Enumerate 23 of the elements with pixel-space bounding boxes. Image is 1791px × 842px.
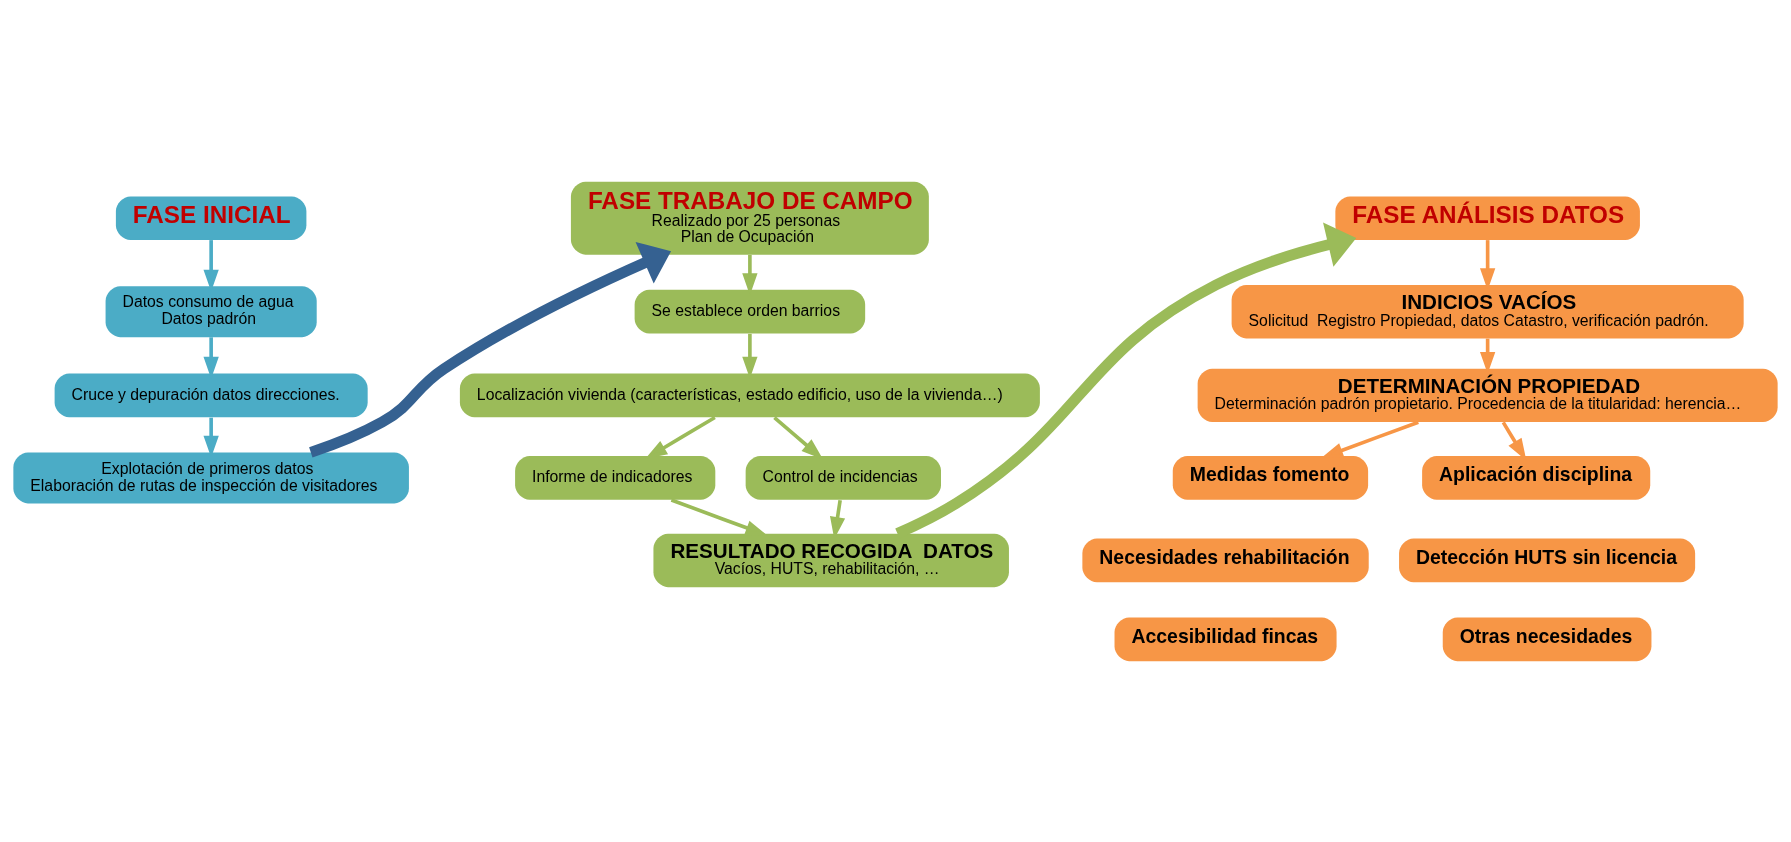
node-box: Control de incidencias	[745, 455, 941, 500]
node-box: Informe de indicadores	[515, 455, 716, 500]
node-box: INDICIOS VACÍOS Solicitud Registro Propiedad, datos Catastro, verificación padrón.	[1231, 284, 1744, 338]
node-box: Se establece orden barrios	[634, 289, 866, 334]
node-box: RESULTADO RECOGIDA DATOS Vacíos, HUTS, rehabilitación, …	[653, 533, 1009, 587]
node-box: Medidas fomento	[1172, 455, 1369, 500]
arrow	[773, 415, 824, 459]
node-box: FASE INICIAL	[115, 195, 307, 240]
node-box: Localización vivienda (características, estado edificio, uso de la vivienda…)	[459, 373, 1040, 417]
arrow	[670, 497, 768, 536]
node-box: Accesibilidad fincas	[1114, 616, 1337, 661]
node-box: Otras necesidades	[1442, 616, 1652, 661]
node-box: Explotación de primeros datos Elaboración de rutas de inspección de visitadores	[13, 451, 409, 503]
node-box: Detección HUTS sin licencia	[1399, 538, 1696, 582]
node-box: Datos consumo de agua Datos padrón	[105, 285, 317, 337]
arrow	[1321, 419, 1419, 458]
node-box: FASE ANÁLISIS DATOS	[1335, 195, 1640, 240]
node-box: DETERMINACIÓN PROPIEDAD Determinación padrón propietario. Procedencia de la titularidad: herencia…	[1197, 368, 1778, 422]
node-box: FASE TRABAJO DE CAMPO Realizado por 25 personas Plan de Ocupación	[570, 181, 929, 255]
node-box: Aplicación disciplina	[1422, 455, 1651, 500]
node-box: Cruce y depuración datos direcciones.	[54, 373, 368, 417]
arrow	[645, 415, 716, 459]
node-box: Necesidades rehabilitación	[1082, 538, 1369, 582]
